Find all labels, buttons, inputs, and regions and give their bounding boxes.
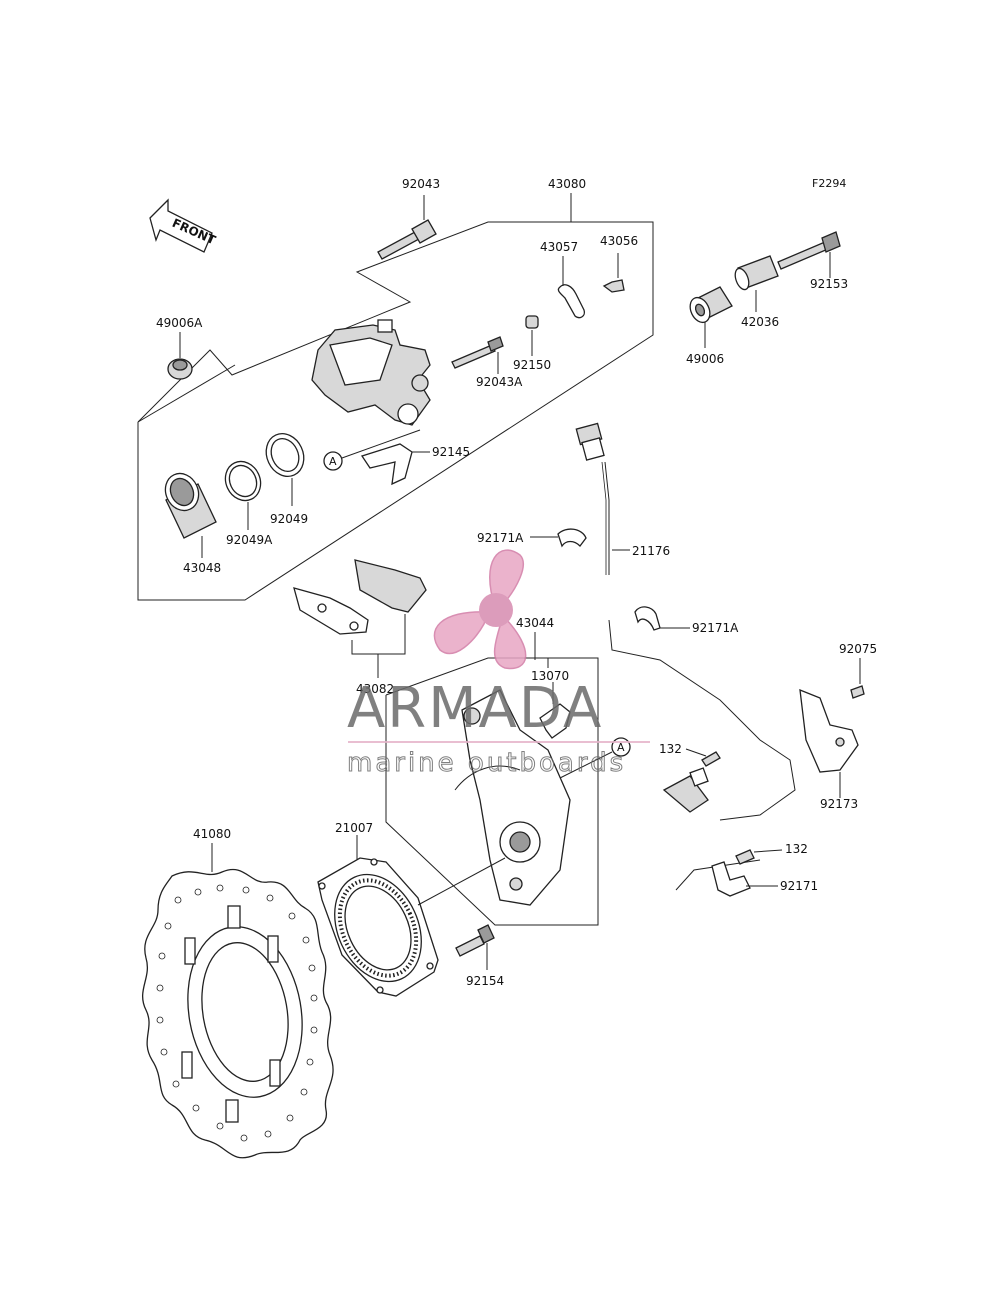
label-92171A-top: 92171A xyxy=(477,531,524,545)
reference-marker-a-top: A xyxy=(323,429,421,471)
caliper-assembly-outline xyxy=(137,221,654,601)
caliper-bracket-icon xyxy=(454,689,571,906)
label-92043A: 92043A xyxy=(476,375,523,389)
sleeve-42036-icon xyxy=(734,255,779,312)
label-132-bottom: 132 xyxy=(785,842,808,856)
bolt-92153-icon xyxy=(777,231,841,278)
marker-a-mid-label: A xyxy=(617,741,625,754)
label-43080: 43080 xyxy=(548,177,586,191)
bleed-nipple-43056-icon xyxy=(602,253,625,293)
brake-caliper-icon xyxy=(311,319,431,426)
label-132-top: 132 xyxy=(659,742,682,756)
watermark-brand: ARMADA xyxy=(347,676,603,741)
label-92150: 92150 xyxy=(513,358,551,372)
bolt-132-bottom-icon xyxy=(735,849,783,865)
label-92173: 92173 xyxy=(820,797,858,811)
bolt-92075-icon xyxy=(850,658,865,699)
marker-a-top-label: A xyxy=(329,455,337,468)
label-92075: 92075 xyxy=(839,642,877,656)
clamp-92171-icon xyxy=(711,861,778,897)
plug-92150-icon xyxy=(525,315,539,356)
bolt-92154-icon xyxy=(455,924,495,970)
label-92153: 92153 xyxy=(810,277,848,291)
bolt-92043-icon xyxy=(377,195,437,260)
label-92154: 92154 xyxy=(466,974,504,988)
clip-92171A-mid-icon xyxy=(634,606,690,631)
label-92171: 92171 xyxy=(780,879,818,893)
label-41080: 41080 xyxy=(193,827,231,841)
label-13070: 13070 xyxy=(531,669,569,683)
label-92145: 92145 xyxy=(432,445,470,459)
piston-seal-92049-icon xyxy=(265,433,305,506)
watermark-tagline: marine outboards xyxy=(347,748,626,778)
label-49006A: 49006A xyxy=(156,316,203,330)
cap-49006A-icon xyxy=(167,332,193,380)
sensor-wire-21176-icon xyxy=(575,422,796,821)
label-92049A: 92049A xyxy=(226,533,273,547)
label-43082: 43082 xyxy=(356,682,394,696)
pin-92043A-icon xyxy=(451,336,504,374)
label-43048: 43048 xyxy=(183,561,221,575)
pad-spring-92145-icon xyxy=(360,443,430,486)
front-arrow-icon: FRONT xyxy=(149,198,218,253)
armada-watermark: ARMADA marine outboards xyxy=(347,549,650,779)
label-49006: 49006 xyxy=(686,352,724,366)
guide-13070-icon xyxy=(539,682,571,739)
diagram-code: F2294 xyxy=(812,177,846,190)
propeller-logo-icon xyxy=(433,549,527,670)
label-92049: 92049 xyxy=(270,512,308,526)
boot-49006-icon xyxy=(689,286,733,348)
label-21007: 21007 xyxy=(335,821,373,835)
brake-pads-43082-icon xyxy=(293,559,427,678)
abs-sensor-icon xyxy=(662,767,761,891)
label-92043: 92043 xyxy=(402,177,440,191)
sensor-rotor-21007-icon xyxy=(317,835,439,997)
bleeder-cover-43057-icon xyxy=(557,256,586,319)
brake-disc-41080-icon xyxy=(141,843,334,1159)
label-92171A-mid: 92171A xyxy=(692,621,739,635)
label-43044: 43044 xyxy=(516,616,554,630)
label-43057: 43057 xyxy=(540,240,578,254)
label-21176: 21176 xyxy=(632,544,670,558)
bolt-132-top-icon xyxy=(685,748,721,767)
piston-43048-icon xyxy=(164,472,217,558)
clip-92171A-top-icon xyxy=(530,528,587,548)
dust-seal-92049A-icon xyxy=(224,460,262,530)
label-42036: 42036 xyxy=(741,315,779,329)
label-43056: 43056 xyxy=(600,234,638,248)
sensor-guard-92173-icon xyxy=(799,688,859,798)
